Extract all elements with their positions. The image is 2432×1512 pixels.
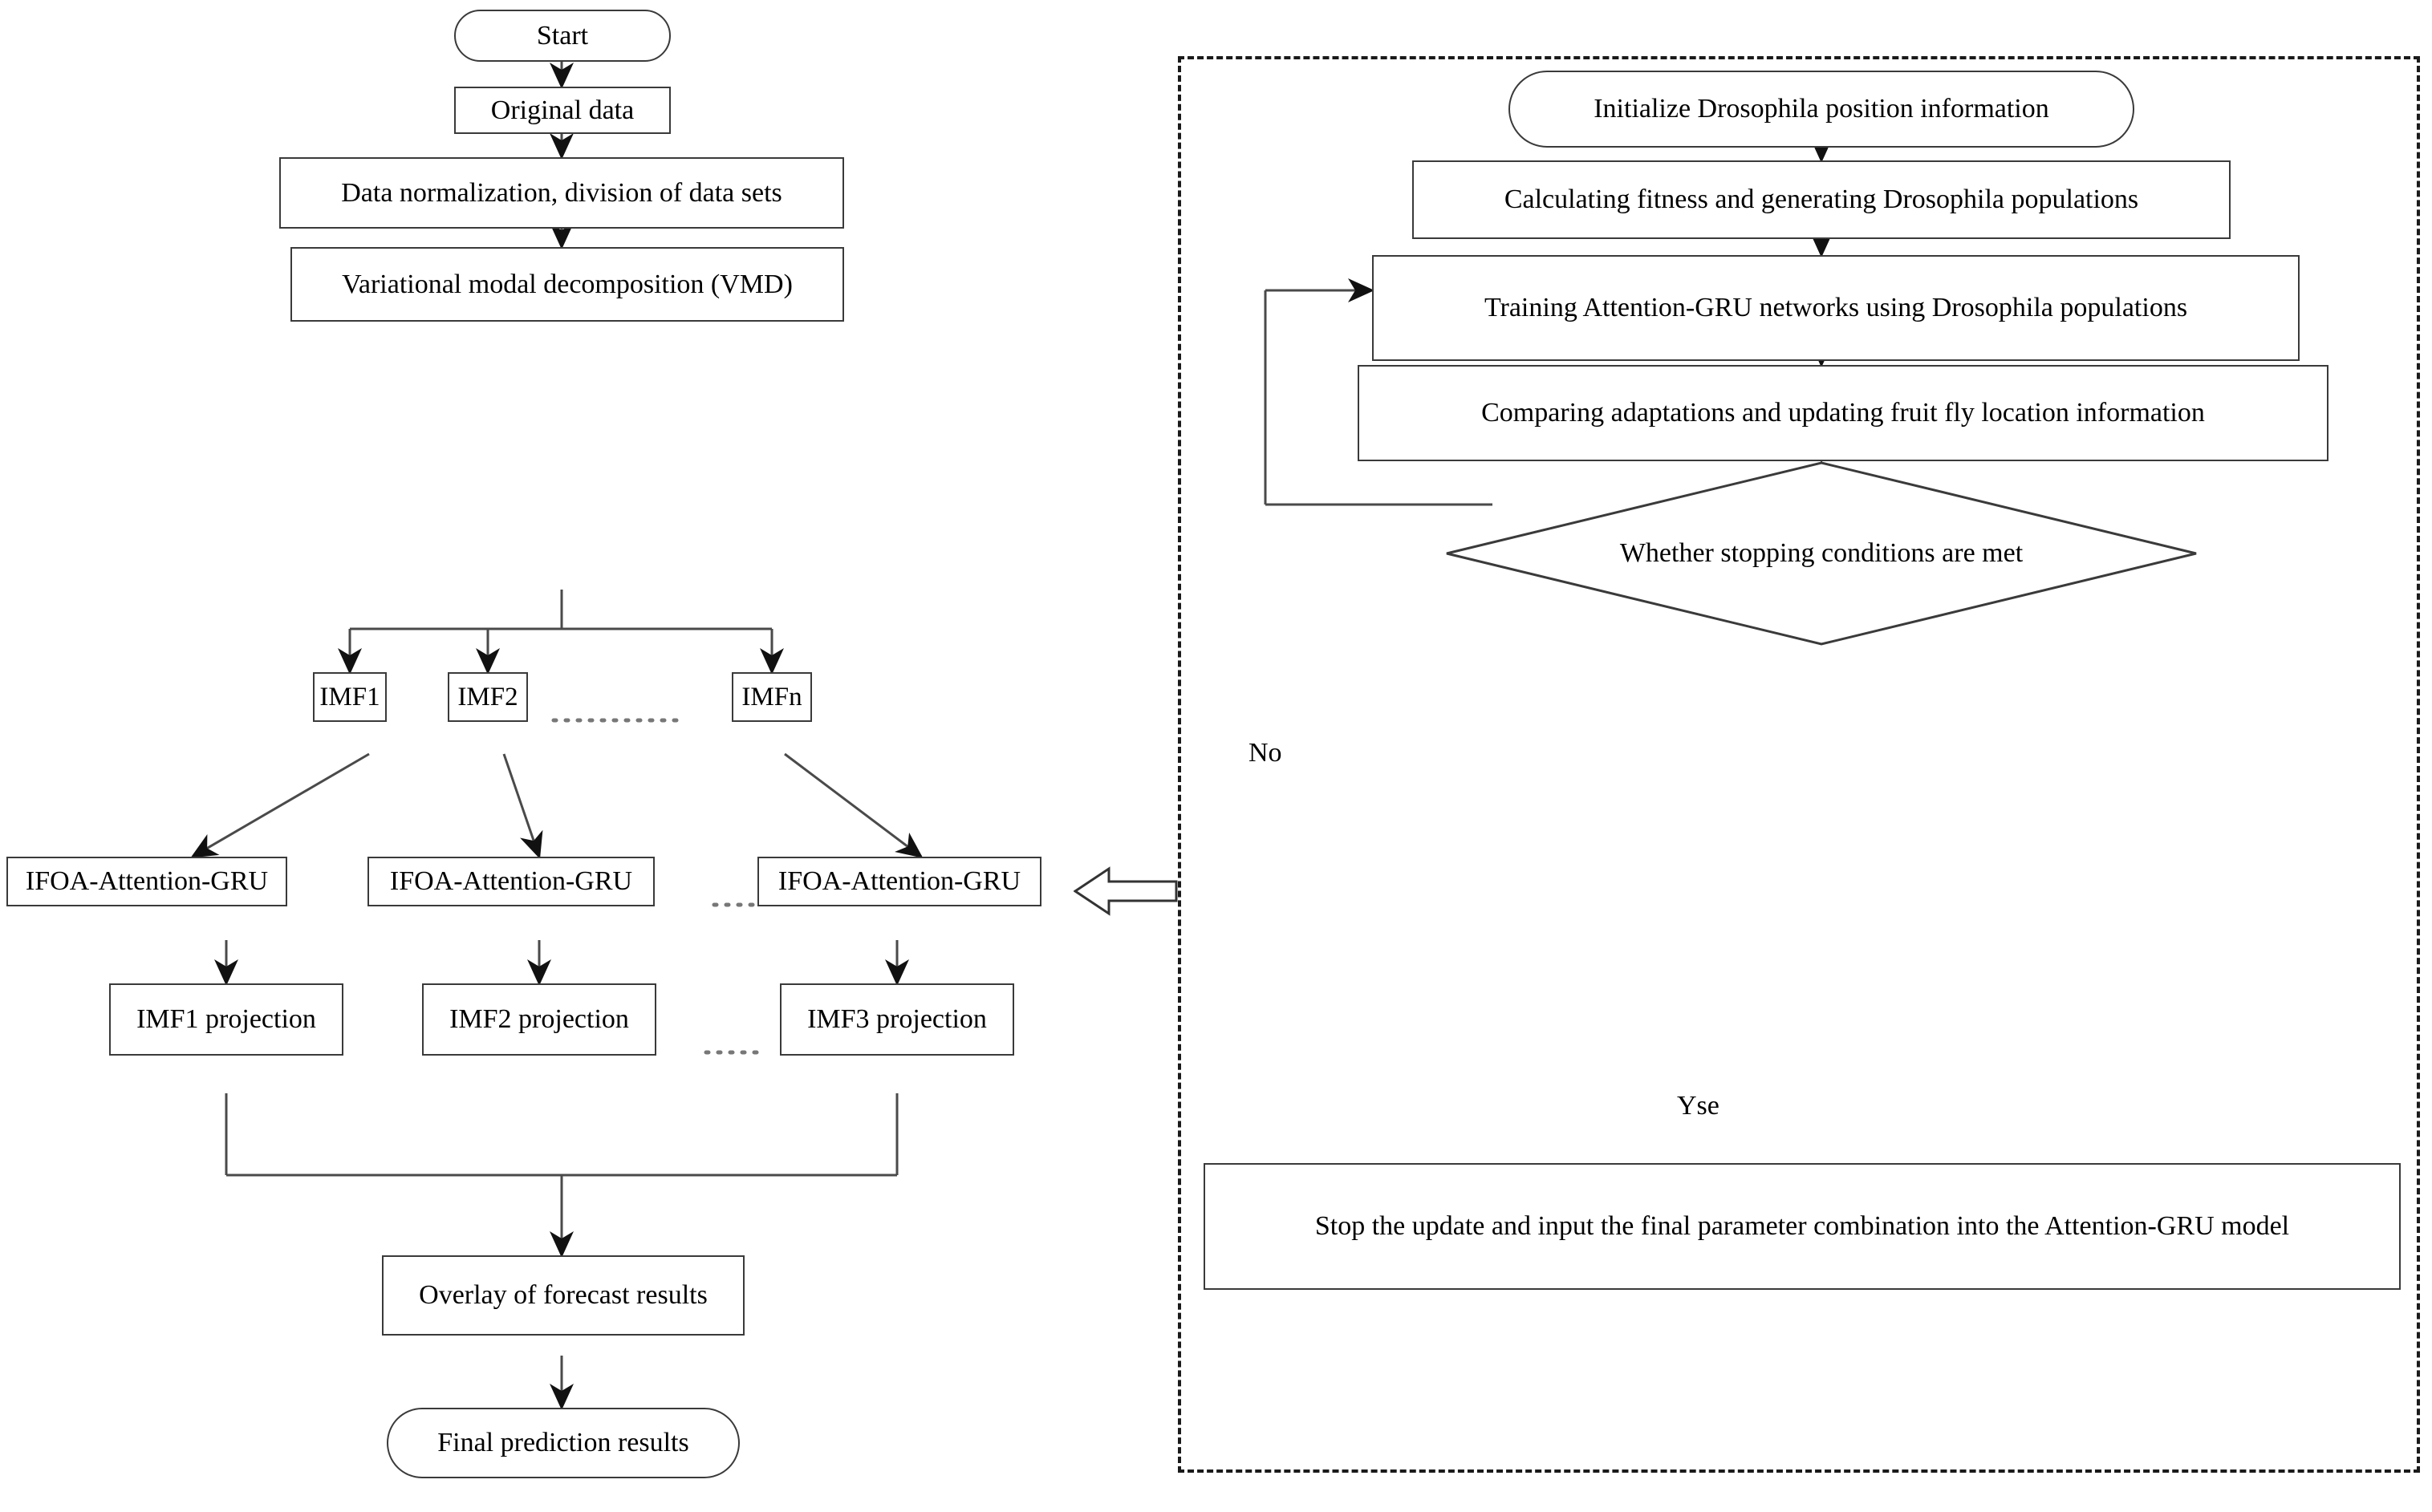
decision-label: Whether stopping conditions are met: [1619, 537, 2024, 568]
node-start[interactable]: Start: [454, 10, 671, 62]
node-data-normalization[interactable]: Data normalization, division of data set…: [279, 157, 844, 229]
edge-label-no: No: [1248, 738, 1282, 768]
node-overlay-of-forecast-results[interactable]: Overlay of forecast results: [382, 1255, 745, 1336]
node-comparing-adaptations[interactable]: Comparing adaptations and updating fruit…: [1358, 365, 2328, 461]
node-calculating-fitness[interactable]: Calculating fitness and generating Droso…: [1412, 160, 2231, 239]
node-ifoa-attention-gru-2[interactable]: IFOA-Attention-GRU: [367, 857, 655, 906]
node-whether-stopping-conditions[interactable]: Whether stopping conditions are met: [1444, 460, 2199, 647]
node-original-data[interactable]: Original data: [454, 87, 671, 134]
node-imf1[interactable]: IMF1: [313, 672, 387, 722]
edge-imf1-to-ifoa1: [190, 752, 370, 858]
ifoa-optimization-group: [1178, 56, 2420, 1473]
edge-label-yes: Yse: [1677, 1091, 1719, 1121]
node-vmd[interactable]: Variational modal decomposition (VMD): [290, 247, 844, 322]
node-imfn[interactable]: IMFn: [732, 672, 812, 722]
edge-imfn-to-ifoa3: [784, 752, 924, 858]
edge-imf2-to-ifoa2: [502, 753, 543, 859]
node-ifoa-attention-gru-1[interactable]: IFOA-Attention-GRU: [6, 857, 287, 906]
node-imf2[interactable]: IMF2: [448, 672, 528, 722]
node-imf3-projection[interactable]: IMF3 projection: [780, 983, 1014, 1056]
node-imf2-projection[interactable]: IMF2 projection: [422, 983, 656, 1056]
node-training-attention-gru[interactable]: Training Attention-GRU networks using Dr…: [1372, 255, 2300, 361]
node-stop-update-input-final-parameters[interactable]: Stop the update and input the final para…: [1204, 1163, 2401, 1290]
node-initialize-drosophila-position[interactable]: Initialize Drosophila position informati…: [1508, 71, 2134, 148]
node-ifoa-attention-gru-3[interactable]: IFOA-Attention-GRU: [757, 857, 1041, 906]
group-to-ifoa-block-arrow: [1073, 862, 1178, 920]
node-final-prediction-results[interactable]: Final prediction results: [387, 1408, 740, 1478]
node-imf1-projection[interactable]: IMF1 projection: [109, 983, 343, 1056]
